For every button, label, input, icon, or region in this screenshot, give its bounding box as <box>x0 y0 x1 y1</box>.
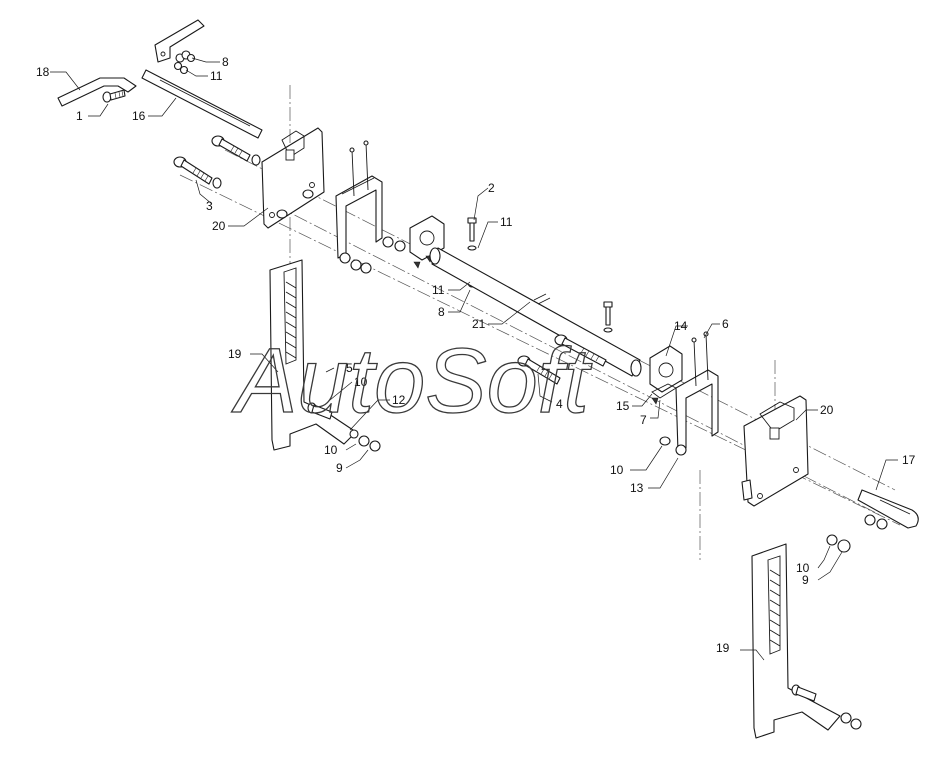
callout-20-right: 20 <box>820 403 834 417</box>
part-19-ratchet-arm-right <box>751 543 862 739</box>
callout-labels: 18 1 16 8 11 3 20 2 11 11 8 21 4 14 6 15… <box>36 55 916 655</box>
callout-10-center: 10 <box>610 463 624 477</box>
callout-11-lower: 11 <box>432 283 445 297</box>
callout-9-left: 9 <box>336 461 343 475</box>
callout-13: 13 <box>630 481 644 495</box>
callout-5: 5 <box>346 361 353 375</box>
part-small-bracket <box>154 19 205 63</box>
callout-7: 7 <box>640 413 647 427</box>
callout-10-lower: 10 <box>324 443 338 457</box>
part-clamp-block-right <box>649 345 683 405</box>
part-1-bolt <box>102 89 126 103</box>
part-21-tube <box>429 247 642 377</box>
callout-8-lower: 8 <box>438 305 445 319</box>
part-16-slotted-rod <box>141 69 263 139</box>
part-u-bracket-right <box>659 331 719 456</box>
callout-2: 2 <box>488 181 495 195</box>
callout-6: 6 <box>722 317 729 331</box>
part-tube-bolt-right <box>603 301 613 333</box>
callout-15: 15 <box>616 399 630 413</box>
callout-14: 14 <box>674 319 688 333</box>
callout-19-left: 19 <box>228 347 242 361</box>
callout-4: 4 <box>556 397 563 411</box>
part-20-plate-left <box>261 127 325 229</box>
callout-10-upper: 10 <box>354 375 368 389</box>
part-3-bolt <box>173 156 222 189</box>
callout-12: 12 <box>392 393 406 407</box>
part-bracket-nuts <box>339 236 406 274</box>
callout-3: 3 <box>206 199 213 213</box>
callout-11-upper: 11 <box>210 69 223 83</box>
part-19-ratchet-arm-left <box>269 259 381 452</box>
watermark-text: AutoSoft <box>231 330 592 432</box>
part-18-lever <box>57 77 137 107</box>
callout-8-upper: 8 <box>222 55 229 69</box>
part-17-slotted-bar <box>857 489 919 530</box>
part-8-11-nuts <box>173 50 196 75</box>
callout-17: 17 <box>902 453 916 467</box>
part-4-bolt <box>517 355 561 385</box>
part-u-bracket-left <box>335 140 383 259</box>
part-20-plate-right <box>741 395 809 507</box>
callout-1: 1 <box>76 109 83 123</box>
leader-lines <box>50 57 898 661</box>
part-9-10-nuts-right <box>826 534 851 553</box>
callout-18: 18 <box>36 65 50 79</box>
callout-21: 21 <box>472 317 486 331</box>
callout-9-right: 9 <box>802 573 809 587</box>
callout-11-mid: 11 <box>500 215 513 229</box>
callout-16: 16 <box>132 109 146 123</box>
callout-10-right: 10 <box>796 561 810 575</box>
part-clamp-bolt-right <box>554 334 607 367</box>
callout-20-left: 20 <box>212 219 226 233</box>
part-plate-bolt-upper <box>211 135 261 166</box>
callout-19-right: 19 <box>716 641 730 655</box>
